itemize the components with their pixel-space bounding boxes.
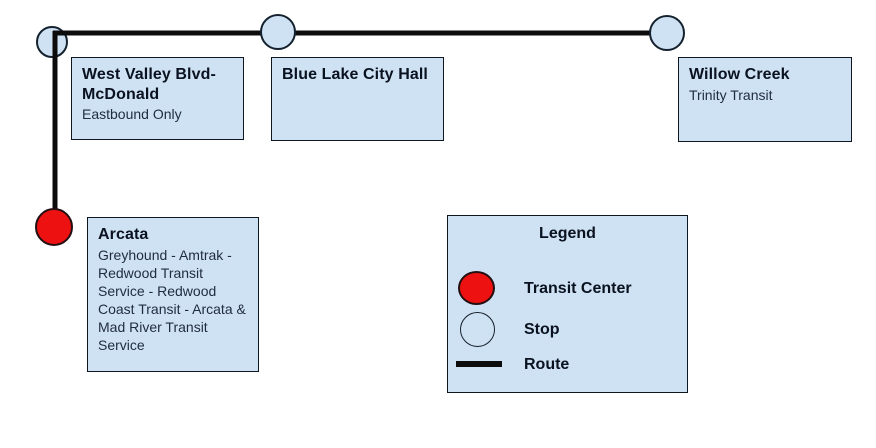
stop-node-blue-lake xyxy=(260,14,296,50)
legend: Legend Transit Center Stop Route xyxy=(447,215,688,393)
station-note: Eastbound Only xyxy=(82,106,182,123)
legend-item-label: Transit Center xyxy=(524,280,632,297)
station-name: Arcata xyxy=(98,226,149,243)
station-note: Trinity Transit xyxy=(689,86,773,103)
station-name: Blue Lake City Hall xyxy=(282,66,428,83)
station-name: West Valley Blvd-McDonald xyxy=(82,66,216,103)
legend-item-label: Route xyxy=(524,356,570,373)
stop-icon xyxy=(460,312,495,347)
route-line-icon xyxy=(456,361,502,367)
station-label-willow-creek: Willow Creek Trinity Transit xyxy=(678,57,852,142)
station-note: Greyhound - Amtrak - Redwood Transit Ser… xyxy=(98,246,246,354)
station-label-blue-lake: Blue Lake City Hall xyxy=(271,57,444,141)
stop-node-willow-creek xyxy=(649,15,685,51)
transit-center-node-arcata xyxy=(35,208,73,246)
legend-title: Legend xyxy=(539,225,596,242)
station-name: Willow Creek xyxy=(689,66,790,83)
station-label-arcata: Arcata Greyhound - Amtrak - Redwood Tran… xyxy=(87,217,259,372)
legend-item-label: Stop xyxy=(524,321,560,338)
station-label-west-valley: West Valley Blvd-McDonald Eastbound Only xyxy=(71,57,244,140)
transit-center-icon xyxy=(458,271,495,305)
